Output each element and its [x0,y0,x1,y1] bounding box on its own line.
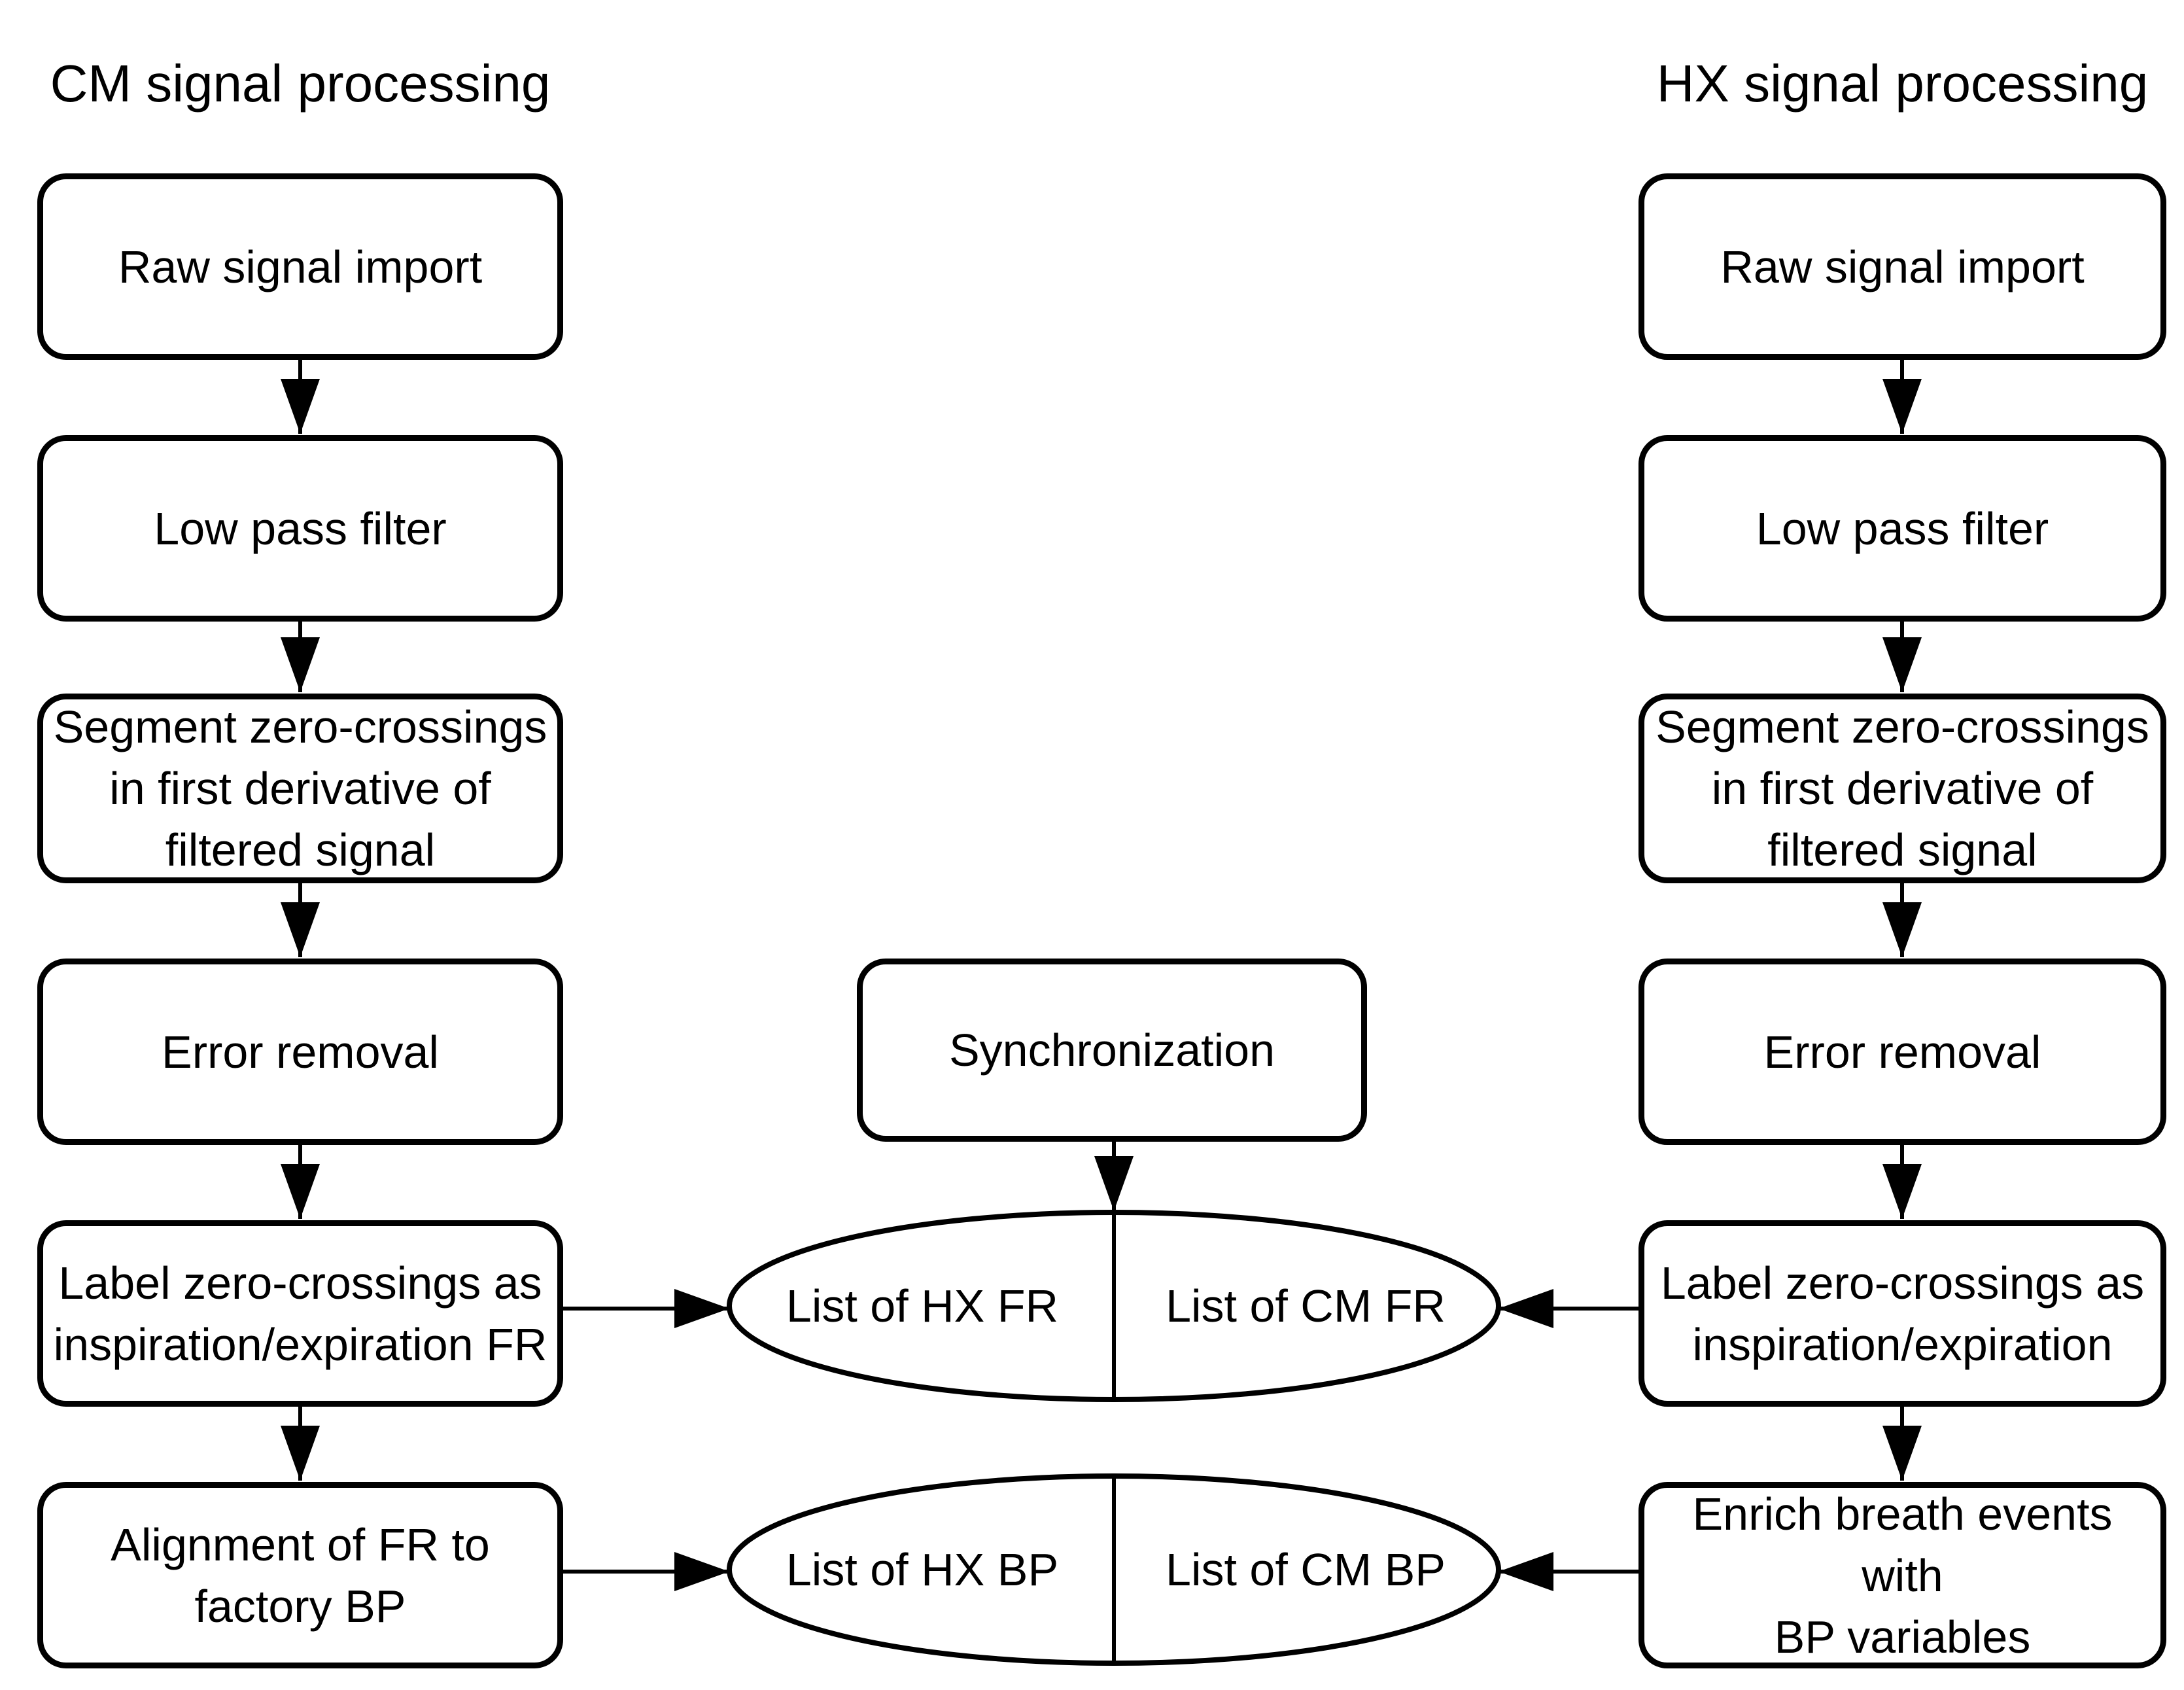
hx-column-title: HX signal processing [1656,54,2149,113]
bp-ellipse-left-label: List of HX BP [786,1544,1059,1595]
cm-step-error-removal: Error removal [37,959,563,1145]
fr-ellipse-right-label: List of CM FR [1166,1280,1446,1331]
hx-step-enrich-breath-events: Enrich breath events with BP variables [1638,1482,2166,1668]
bp-ellipse-right-label: List of CM BP [1166,1544,1446,1595]
cm-step-label-zero-crossings: Label zero-crossings as inspiration/expi… [37,1220,563,1407]
cm-step-raw-signal-import: Raw signal import [37,173,563,360]
hx-step-low-pass-filter: Low pass filter [1638,435,2166,622]
cm-step-segment-zero-crossings: Segment zero-crossings in first derivati… [37,694,563,883]
cm-step-alignment-fr-to-bp: Alignment of FR to factory BP [37,1482,563,1668]
hx-step-segment-zero-crossings: Segment zero-crossings in first derivati… [1638,694,2166,883]
hx-step-label-zero-crossings: Label zero-crossings as inspiration/expi… [1638,1220,2166,1407]
hx-step-error-removal: Error removal [1638,959,2166,1145]
synchronization-box: Synchronization [857,959,1367,1142]
cm-column-title: CM signal processing [50,54,551,113]
fr-ellipse-left-label: List of HX FR [786,1280,1059,1331]
cm-step-low-pass-filter: Low pass filter [37,435,563,622]
hx-step-raw-signal-import: Raw signal import [1638,173,2166,360]
